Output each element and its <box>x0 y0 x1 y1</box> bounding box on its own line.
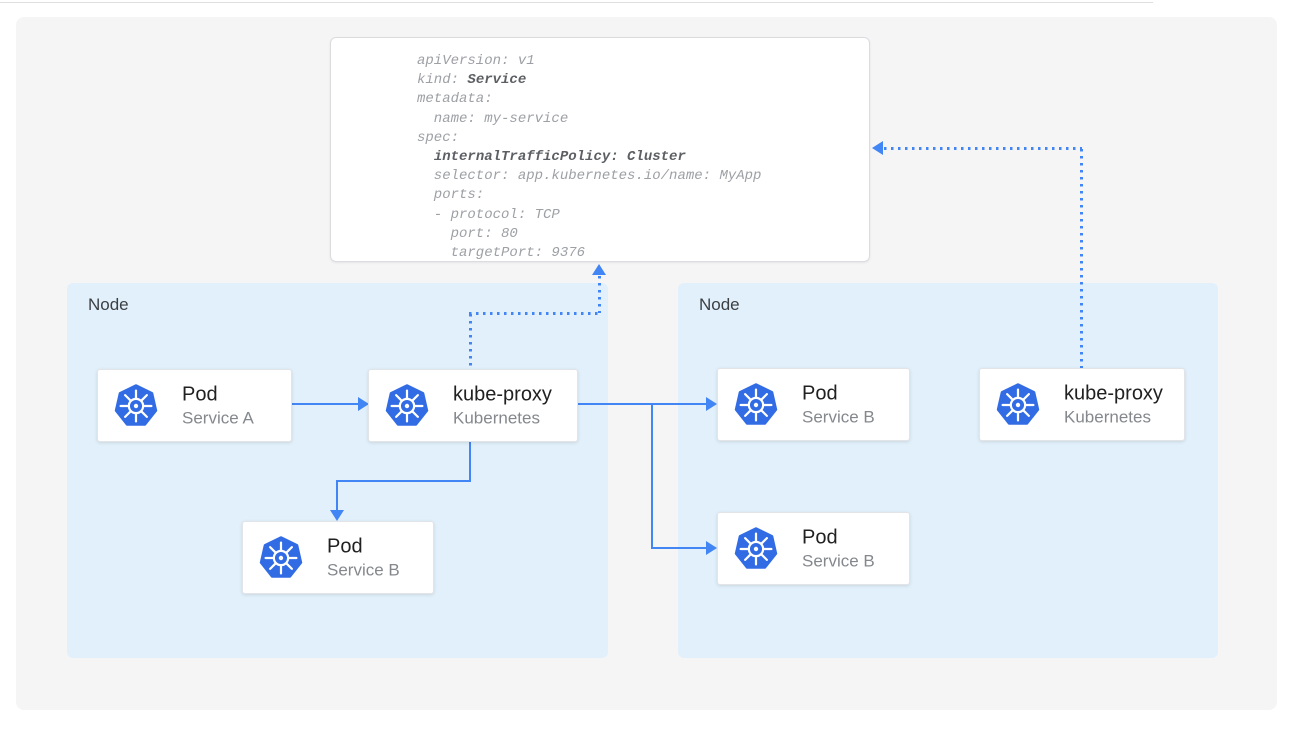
card-subtitle: Kubernetes <box>453 408 540 427</box>
dotted-left-kube-proxy-up <box>469 314 472 369</box>
yaml-line: apiVersion: v1 <box>417 53 535 69</box>
line-branch-down <box>651 403 653 549</box>
kube-proxy-card-right: kube-proxy Kubernetes <box>979 368 1185 441</box>
dotted-right-horizontal <box>884 147 1082 150</box>
card-title: Pod <box>802 382 838 404</box>
yaml-line: targetPort: 9376 <box>417 245 586 262</box>
yaml-line: internalTrafficPolicy: Cluster <box>433 149 686 166</box>
line-branch-to-right-pod-bottom <box>651 547 707 549</box>
arrowhead-into-yaml-right <box>872 141 883 155</box>
yaml-line: port: 80 <box>417 225 518 242</box>
yaml-line: name: my-service <box>417 110 569 127</box>
line-pod-a-to-kube-proxy <box>292 403 359 405</box>
pod-card-service-a: Pod Service A <box>97 369 292 442</box>
node-label: Node <box>88 295 129 314</box>
top-divider <box>0 2 1153 3</box>
kubernetes-icon <box>114 384 158 428</box>
yaml-line: ports: <box>417 187 485 204</box>
line-down-to-left-pod-b <box>336 480 338 511</box>
node-panel-left: Node <box>67 283 608 658</box>
dotted-left-horizontal <box>469 312 601 315</box>
arrowhead-into-right-pod-bottom <box>706 541 717 555</box>
card-subtitle: Service B <box>802 407 875 426</box>
card-title: Pod <box>327 535 363 557</box>
yaml-line: selector: app.kubernetes.io/name: MyApp <box>417 168 762 185</box>
kubernetes-icon <box>734 383 778 427</box>
card-subtitle: Service B <box>802 551 875 570</box>
arrowhead-into-right-pod-top <box>706 397 717 411</box>
arrowhead-into-left-pod-b <box>330 510 344 521</box>
yaml-line: - protocol: TCP <box>417 206 560 223</box>
card-title: kube-proxy <box>1064 382 1163 404</box>
dotted-right-kube-proxy-up <box>1080 149 1083 368</box>
pod-card-service-b-left: Pod Service B <box>242 521 434 594</box>
card-title: kube-proxy <box>453 383 552 405</box>
card-subtitle: Service A <box>182 408 254 427</box>
node-label: Node <box>699 295 740 314</box>
line-kube-proxy-to-right-pod <box>578 403 707 405</box>
node-panel-right: Node <box>678 283 1218 658</box>
arrowhead-into-yaml-bottom <box>592 264 606 275</box>
kubernetes-icon <box>996 383 1040 427</box>
service-yaml-card: apiVersion: v1 kind: Service metadata: n… <box>330 37 870 262</box>
yaml-line: metadata: <box>417 91 493 108</box>
arrowhead-into-kube-proxy <box>358 397 369 411</box>
kubernetes-icon <box>385 384 429 428</box>
kube-proxy-card-left: kube-proxy Kubernetes <box>368 369 578 442</box>
card-title: Pod <box>802 526 838 548</box>
yaml-code: apiVersion: v1 kind: Service metadata: n… <box>331 38 869 262</box>
kubernetes-icon <box>259 536 303 580</box>
yaml-line: kind: Service <box>417 72 527 89</box>
pod-card-service-b-right-bottom: Pod Service B <box>717 512 910 585</box>
dotted-left-to-yaml <box>598 276 601 313</box>
pod-card-service-b-right-top: Pod Service B <box>717 368 910 441</box>
card-subtitle: Service B <box>327 560 400 579</box>
kubernetes-icon <box>734 527 778 571</box>
line-kube-proxy-drop <box>469 442 471 482</box>
card-subtitle: Kubernetes <box>1064 407 1151 426</box>
card-title: Pod <box>182 383 218 405</box>
yaml-line: spec: <box>417 129 460 146</box>
line-kube-proxy-elbow <box>336 480 471 482</box>
